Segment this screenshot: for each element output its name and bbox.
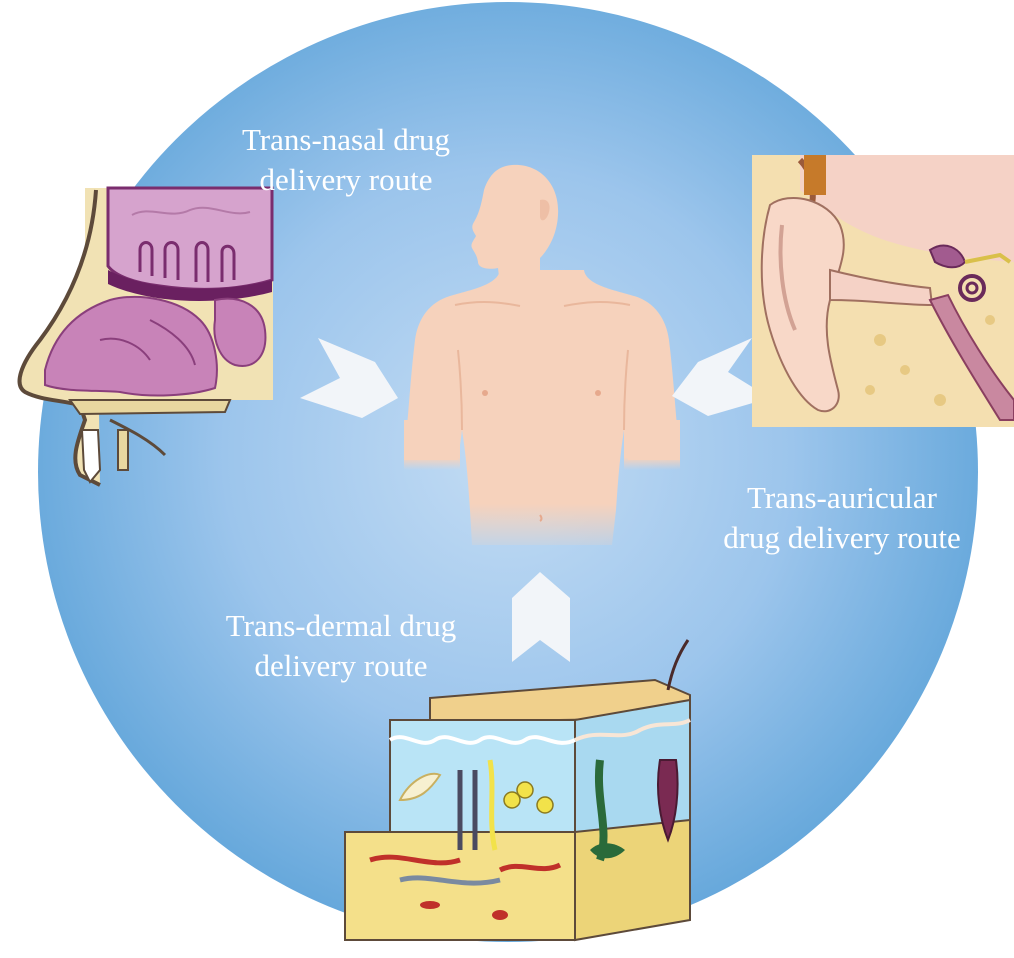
trans-auricular-label-line2: drug delivery route (692, 518, 992, 558)
trans-nasal-label-line1: Trans-nasal drug (228, 120, 464, 160)
trans-dermal-label: Trans-dermal drug delivery route (205, 606, 477, 686)
trans-auricular-label-line1: Trans-auricular (692, 478, 992, 518)
trans-dermal-label-line1: Trans-dermal drug (205, 606, 477, 646)
trans-auricular-label: Trans-auricular drug delivery route (692, 478, 992, 558)
ear-anatomy-illustration (752, 155, 1014, 427)
trans-nasal-label-line2: delivery route (228, 160, 464, 200)
trans-nasal-label: Trans-nasal drug delivery route (228, 120, 464, 200)
trans-dermal-label-line2: delivery route (205, 646, 477, 686)
